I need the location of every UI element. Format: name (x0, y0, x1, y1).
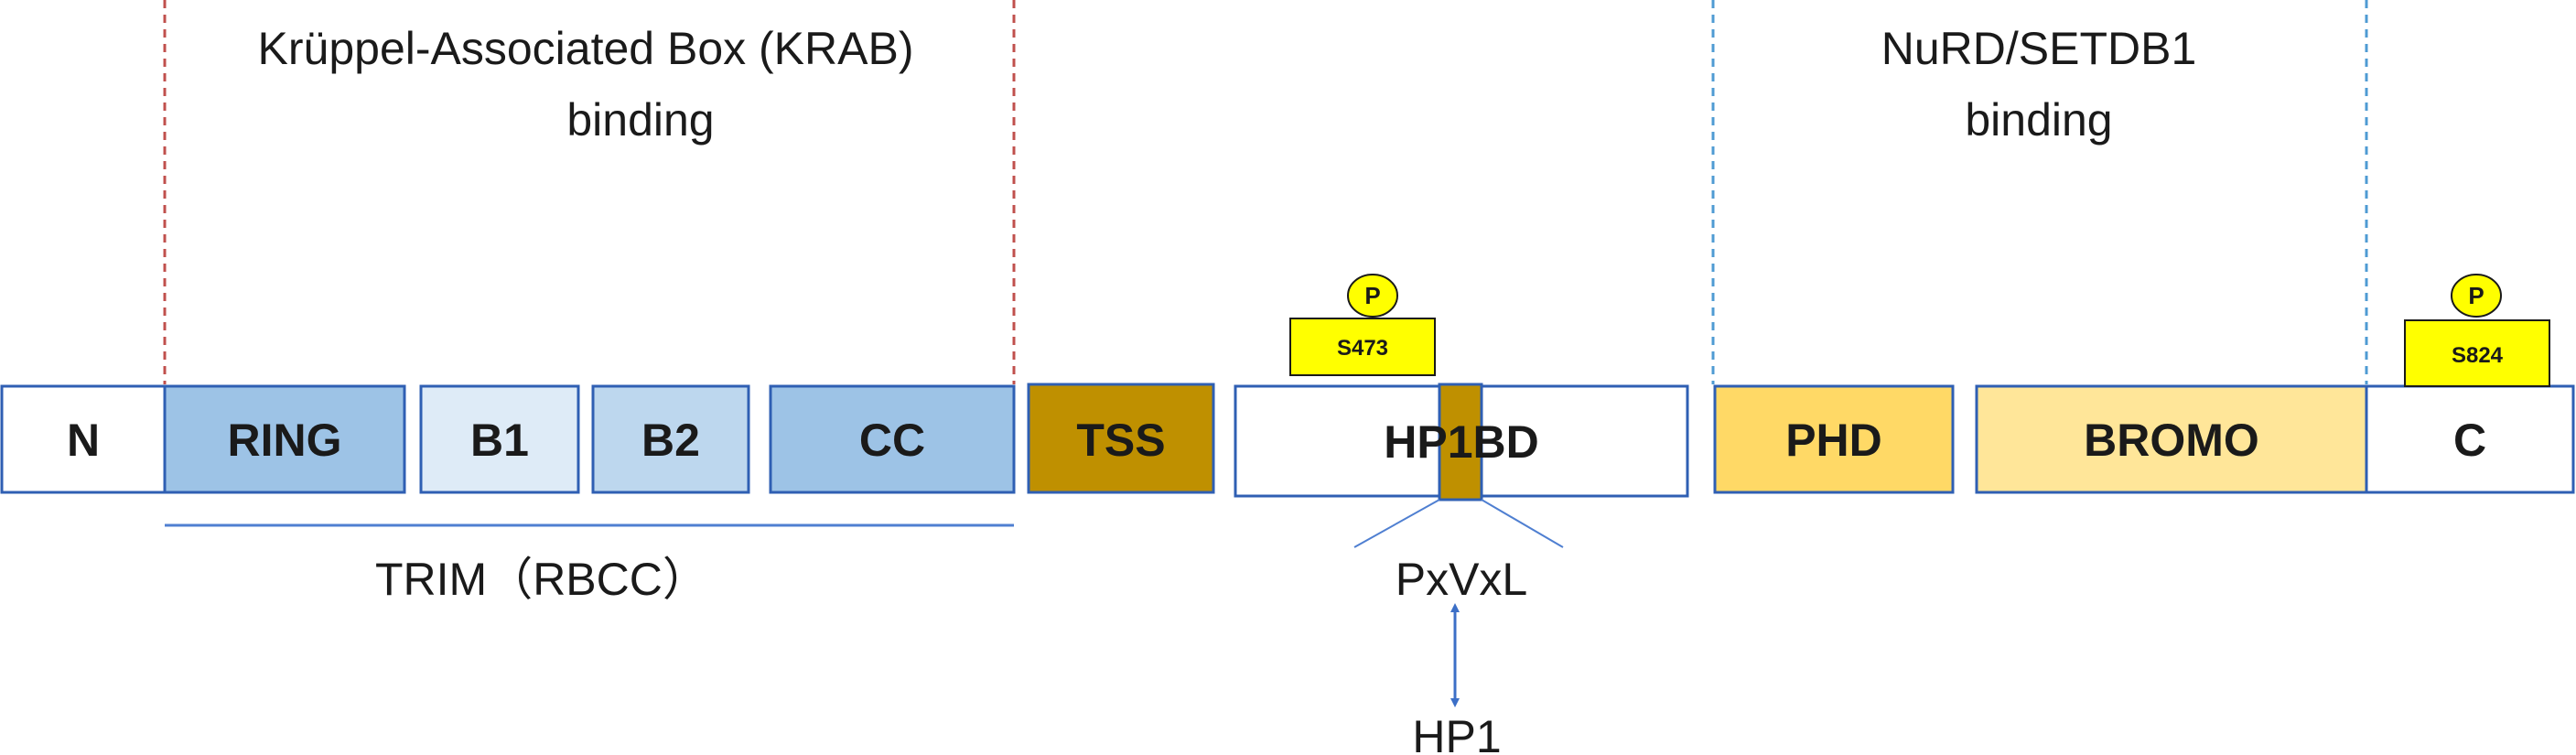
motif-label: PxVxL (1396, 554, 1528, 605)
domain-b1: B1 (419, 384, 580, 494)
domain-cc: CC (769, 384, 1016, 494)
domain-c: C (2365, 384, 2575, 494)
domain-b2: B2 (591, 384, 750, 494)
motif-callout-right (1481, 499, 1564, 548)
domain-b2-label: B2 (641, 415, 700, 466)
phospho-s473: P S473 (1289, 274, 1436, 376)
phospho-s473-site: S473 (1337, 336, 1388, 361)
domain-n-label: N (67, 415, 100, 466)
domain-bromo: BROMO (1975, 384, 2368, 494)
domain-ring-label: RING (228, 415, 342, 466)
domain-phd: PHD (1713, 384, 1955, 494)
phospho-s824-mark: P (2468, 282, 2484, 309)
trim-label: TRIM（RBCC） (375, 554, 708, 605)
domain-hp1bd-label: HP1BD (1384, 416, 1538, 468)
phospho-s824: P S824 (2404, 274, 2550, 387)
domain-bromo-label: BROMO (2084, 415, 2259, 466)
phospho-s473-mark: P (1364, 282, 1380, 309)
domain-ring: RING (163, 384, 406, 494)
phospho-s824-circle (2451, 274, 2502, 318)
domain-c-label: C (2453, 415, 2486, 466)
domain-n: N (0, 384, 167, 494)
krab-region-label-line1: Krüppel-Associated Box (KRAB) (258, 23, 914, 74)
hp1-partner-label: HP1 (1412, 711, 1501, 755)
motif-callout-left (1353, 499, 1440, 548)
krab-region-label-line2: binding (566, 94, 714, 146)
domain-phd-label: PHD (1785, 415, 1882, 466)
hp1-binding-motif (1438, 383, 1483, 502)
domain-b1-label: B1 (470, 415, 529, 466)
domain-tss-label: TSS (1076, 415, 1165, 466)
nurd-region-label-line2: binding (1965, 94, 2112, 146)
domain-tss: TSS (1027, 383, 1215, 494)
domain-hp1bd: HP1BD (1234, 383, 1689, 502)
domain-cc-label: CC (859, 415, 925, 466)
nurd-region-label-line1: NuRD/SETDB1 (1881, 23, 2197, 74)
phospho-s473-tag (1289, 318, 1436, 376)
phospho-s824-site: S824 (2452, 343, 2504, 368)
phospho-s824-tag (2404, 319, 2550, 387)
phospho-s473-circle (1347, 274, 1398, 318)
